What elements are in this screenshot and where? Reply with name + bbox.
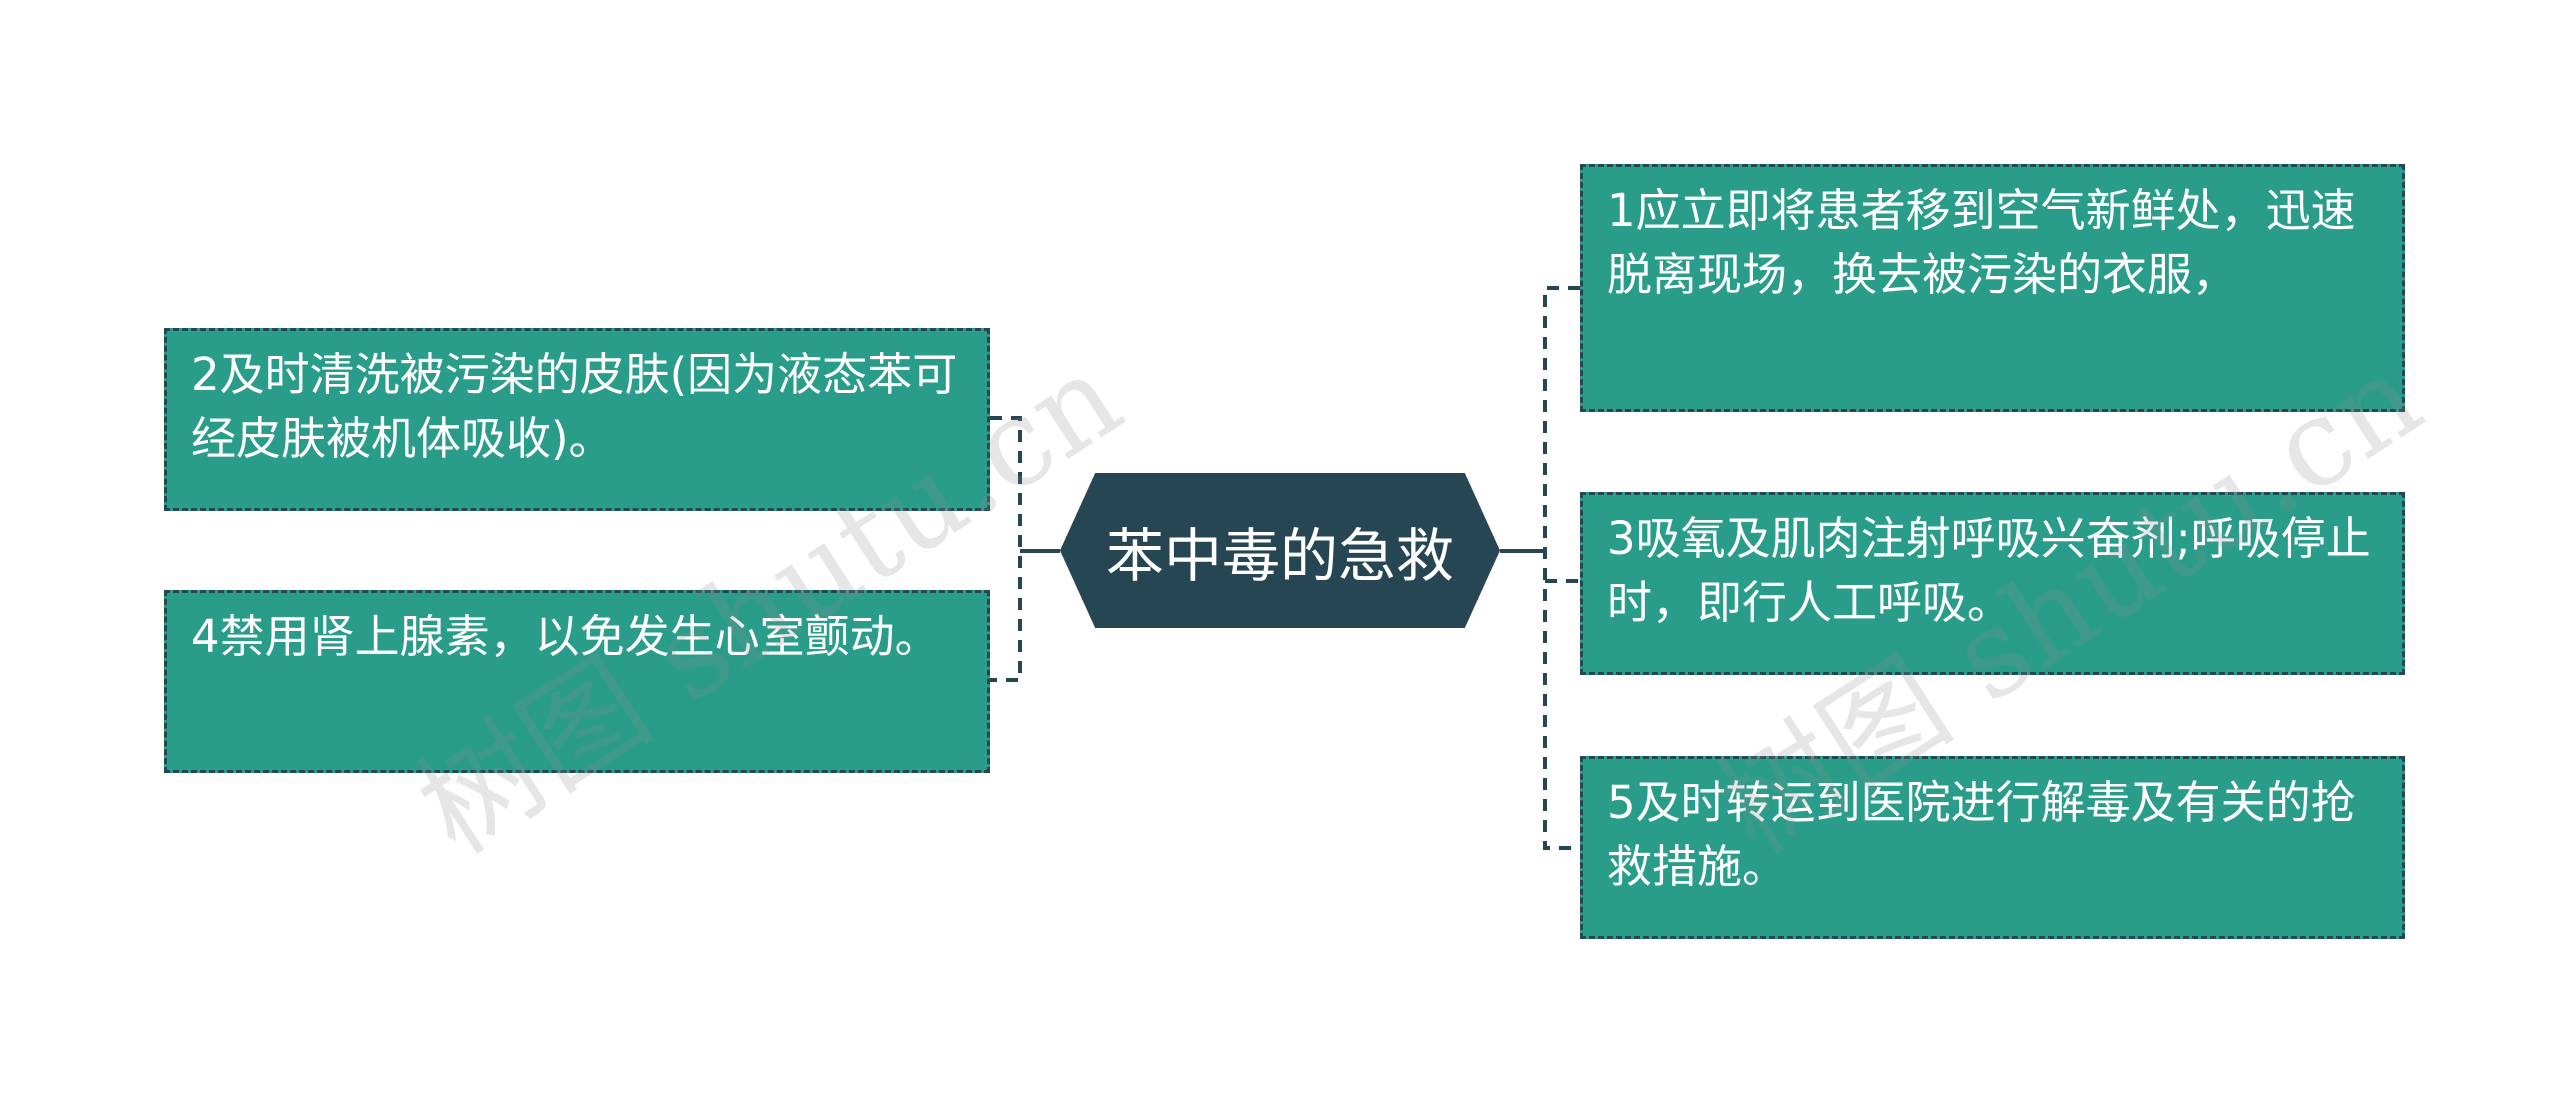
topic-node-right-2[interactable]: 3吸氧及肌肉注射呼吸兴奋剂;呼吸停止时，即行人工呼吸。 [1580,492,2405,675]
topic-node-left-1-label: 2及时清洗被污染的皮肤(因为液态苯可经皮肤被机体吸收)。 [191,348,958,465]
connector-right-bracket [1543,286,1580,850]
topic-node-left-2-label: 4禁用肾上腺素，以免发生心室颤动。 [191,610,940,663]
topic-node-right-3[interactable]: 5及时转运到医院进行解毒及有关的抢救措施。 [1580,756,2405,939]
topic-node-right-3-label: 5及时转运到医院进行解毒及有关的抢救措施。 [1607,776,2356,893]
topic-node-right-1-label: 1应立即将患者移到空气新鲜处，迅速脱离现场，换去被污染的衣服， [1607,184,2356,301]
topic-node-right-1[interactable]: 1应立即将患者移到空气新鲜处，迅速脱离现场，换去被污染的衣服， [1580,164,2405,412]
central-topic[interactable]: 苯中毒的急救 [1060,473,1500,628]
central-topic-label: 苯中毒的急救 [1105,521,1454,590]
topic-node-left-2[interactable]: 4禁用肾上腺素，以免发生心室颤动。 [164,590,990,773]
topic-node-left-1[interactable]: 2及时清洗被污染的皮肤(因为液态苯可经皮肤被机体吸收)。 [164,328,990,511]
topic-node-right-2-label: 3吸氧及肌肉注射呼吸兴奋剂;呼吸停止时，即行人工呼吸。 [1607,512,2371,629]
